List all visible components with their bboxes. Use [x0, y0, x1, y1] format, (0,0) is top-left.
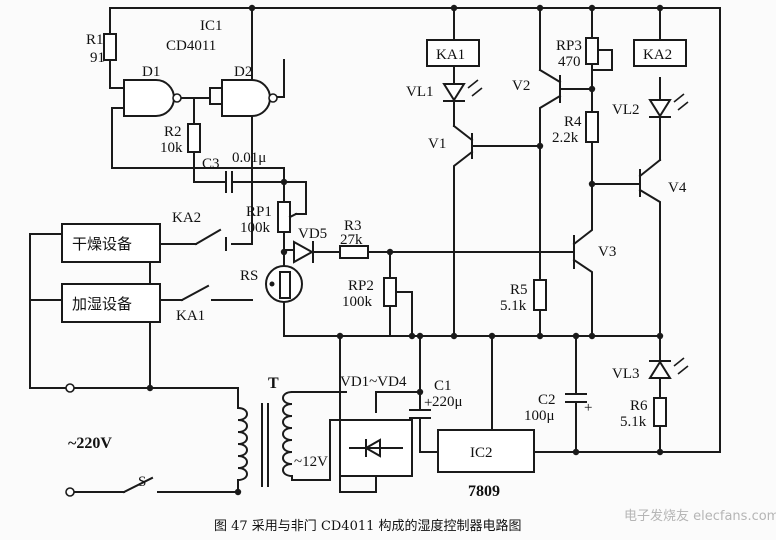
label-c3: C3	[202, 156, 220, 172]
label-r1: R1	[86, 32, 104, 48]
label-r1-value: 91	[90, 50, 105, 66]
label-secondary-voltage: ~12V	[294, 454, 328, 470]
vd5-diode	[293, 240, 325, 264]
label-r3-value: 27k	[340, 232, 363, 248]
label-r2: R2	[164, 124, 182, 140]
label-mains: ~220V	[68, 435, 112, 452]
label-switch-ka2: KA2	[172, 210, 201, 226]
rp2-potentiometer	[383, 277, 397, 307]
label-ka2-relay: KA2	[643, 47, 672, 63]
mains-terminal-bottom	[65, 487, 75, 497]
label-d1: D1	[142, 64, 160, 80]
mains-terminal-top	[65, 383, 75, 393]
label-c2-value: 100μ	[524, 408, 555, 424]
label-vl1: VL1	[406, 84, 434, 100]
junction-dots	[146, 4, 664, 496]
label-r2-value: 10k	[160, 140, 183, 156]
label-c3-value: 0.01μ	[232, 150, 266, 166]
rp1-potentiometer	[277, 201, 298, 233]
r5-resistor	[533, 279, 547, 311]
label-v1: V1	[428, 136, 446, 152]
label-r6: R6	[630, 398, 648, 414]
ka2-switch-contact	[194, 228, 227, 251]
vl1-led	[442, 79, 483, 102]
label-vl3: VL3	[612, 366, 640, 382]
rs-humidity-sensor	[265, 265, 303, 303]
label-d2: D2	[234, 64, 252, 80]
label-r4: R4	[564, 114, 582, 130]
ka1-switch-contact	[180, 284, 210, 302]
label-v2: V2	[512, 78, 530, 94]
watermark: 电子发烧友 elecfans.com	[624, 508, 776, 524]
figure-caption: 图 47 采用与非门 CD4011 构成的湿度控制器电路图	[214, 518, 522, 534]
label-vd1-vd4: VD1~VD4	[340, 374, 407, 390]
ka2-relay	[633, 39, 687, 67]
label-r4-value: 2.2k	[552, 130, 579, 146]
bridge-rectifier	[339, 419, 413, 477]
ic2-regulator	[437, 429, 535, 473]
label-rp1-value: 100k	[240, 220, 271, 236]
ka1-relay	[426, 39, 480, 67]
vl3-led	[648, 357, 689, 379]
label-ic2: IC2	[470, 445, 493, 461]
label-r6-value: 5.1k	[620, 414, 647, 430]
label-ka1-relay: KA1	[436, 47, 465, 63]
label-rp3-value: 470	[558, 54, 581, 70]
transformer	[236, 390, 294, 487]
d1-nand-gate	[123, 79, 182, 117]
r6-resistor	[653, 397, 667, 427]
c1-capacitor	[409, 409, 431, 419]
label-switch-s: S	[138, 474, 146, 490]
label-rp2: RP2	[348, 278, 374, 294]
humidifier-box	[61, 283, 161, 323]
label-cd4011: CD4011	[166, 38, 216, 54]
c3-capacitor	[225, 171, 233, 193]
label-vl2: VL2	[612, 102, 640, 118]
label-r3: R3	[344, 218, 362, 234]
label-rp2-value: 100k	[342, 294, 373, 310]
label-ic1: IC1	[200, 18, 223, 34]
label-dryer: 干燥设备	[72, 235, 132, 253]
power-switch-s	[122, 476, 154, 494]
c2-capacitor	[565, 393, 587, 403]
label-c2: C2	[538, 392, 556, 408]
label-v3: V3	[598, 244, 616, 260]
label-rp3: RP3	[556, 38, 582, 54]
r4-resistor	[585, 111, 599, 143]
label-r5-value: 5.1k	[500, 298, 527, 314]
wires	[29, 7, 721, 493]
r1-resistor	[103, 33, 117, 61]
d2-nand-gate	[221, 79, 278, 117]
label-rp1: RP1	[246, 204, 272, 220]
r2-resistor	[187, 123, 201, 153]
r3-resistor	[339, 245, 369, 259]
label-rs: RS	[240, 268, 258, 284]
label-switch-ka1: KA1	[176, 308, 205, 324]
label-c1-value: 220μ	[432, 394, 463, 410]
label-r5: R5	[510, 282, 528, 298]
dryer-box	[61, 223, 161, 263]
label-humidifier: 加湿设备	[72, 295, 132, 313]
c1-plus-sign: +	[424, 395, 432, 411]
label-transformer: T	[268, 375, 279, 392]
c2-plus-sign: +	[584, 400, 592, 416]
label-v4: V4	[668, 180, 687, 196]
label-7809: 7809	[468, 483, 500, 500]
vl2-led	[648, 93, 689, 118]
label-c1: C1	[434, 378, 452, 394]
label-vd5: VD5	[298, 226, 327, 242]
rp3-potentiometer	[585, 37, 599, 65]
